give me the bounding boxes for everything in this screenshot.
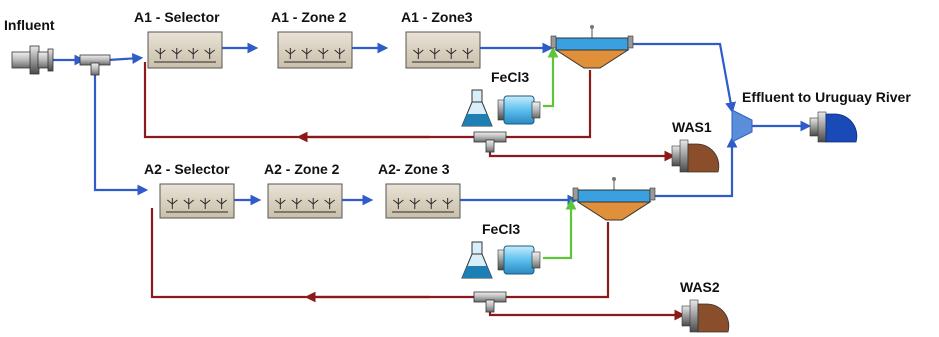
a2-sludge-splitter-icon [473,291,507,313]
diffuser-icon [204,48,215,59]
diffuser-icon [301,48,313,59]
a1-clarifier-icon [550,25,634,69]
diffuser-icon [409,198,421,209]
a2-flask-icon [461,241,493,279]
a2-zone2-label: A2 - Zone 2 [264,161,340,177]
diffuser-icon [167,198,178,209]
influent-splitter-icon [79,54,111,76]
a1-fecl3-dosing-line [543,46,559,108]
diffuser-icon [216,198,227,209]
effluent-outlet-icon [809,111,858,143]
was1-label: WAS1 [672,119,712,135]
process-lines [50,42,812,206]
diffuser-icon [199,198,211,209]
a1-fecl3-label: FeCl3 [491,69,529,85]
diffuser-icon [429,48,441,59]
diffuser-icon [445,48,457,59]
diffuser-icon [393,198,404,209]
diffuser-icon [413,48,424,59]
diffuser-icon [183,198,195,209]
effluent-mixer-icon [731,109,753,143]
a1-was-line [488,142,676,162]
sludge-lines [143,62,686,321]
was2-label: WAS2 [680,279,720,295]
diffuser-icon [324,198,335,209]
diffuser-icon [462,48,473,59]
diffuser-icon [425,198,437,209]
a2-fecl3-dosing-line [543,198,577,260]
influent-label: Influent [4,17,55,33]
a1-dosing-pump-icon [497,95,541,125]
a2-selector-tank [159,183,235,219]
a1-sludge-splitter-icon [473,131,507,153]
effluent-label: Effluent to Uruguay River [742,89,911,105]
diffuser-icon [155,48,166,59]
a1-selector-tank [147,31,223,69]
diffuser-icon [171,48,183,59]
a2-was-line [488,302,686,321]
diffuser-icon [317,48,329,59]
a2-clarifier-out-line [652,136,738,198]
diffuser-icon [187,48,199,59]
a2-dosing-pump-icon [497,245,541,275]
diffuser-icon [291,198,303,209]
a2-zone2-tank [267,183,343,219]
a1-selector-label: A1 - Selector [134,9,220,25]
a1-zone3-label: A1 - Zone3 [401,9,473,25]
was2-outlet-icon [681,299,730,333]
a1-flask-icon [461,89,493,127]
diffuser-icon [442,198,453,209]
a1-clarifier-out-line [628,42,737,114]
a2-selector-label: A2 - Selector [144,161,230,177]
splitter-to-a2-line [93,70,149,196]
was1-outlet-icon [671,139,720,173]
diffuser-icon [334,48,345,59]
influent-source-icon [11,45,54,75]
a2-zone3-tank [385,183,461,219]
a2-zone3-label: A2- Zone 3 [378,161,450,177]
chemical-lines [543,46,577,260]
diffuser-icon [285,48,296,59]
splitter-to-a1-line [107,52,144,64]
a2-fecl3-label: FeCl3 [482,221,520,237]
a1-zone2-label: A1 - Zone 2 [271,9,347,25]
diffuser-icon [307,198,319,209]
a1-zone2-tank [277,31,353,69]
a2-clarifier-icon [572,177,656,221]
a1-zone3-tank [405,31,481,69]
diffuser-icon [275,198,286,209]
